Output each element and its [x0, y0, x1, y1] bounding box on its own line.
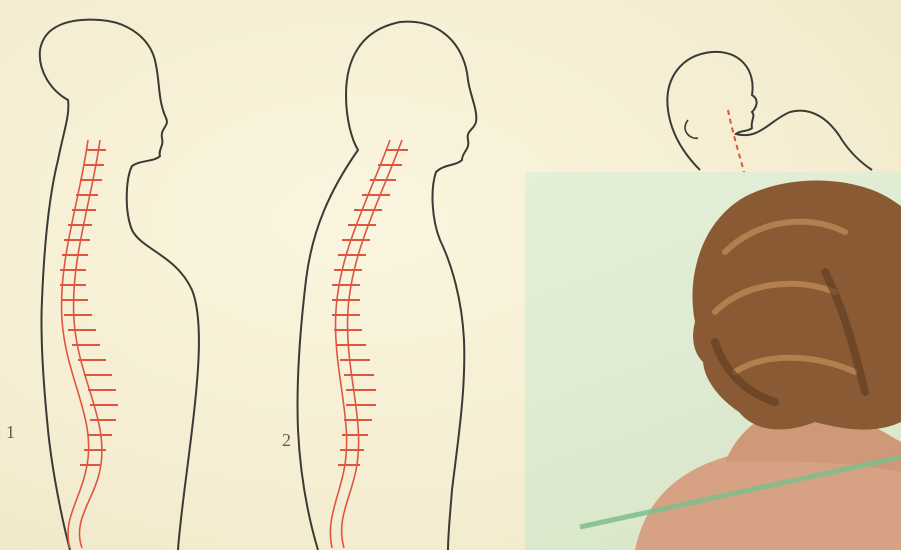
figure-2-number: 2 [282, 430, 291, 451]
figure-2-body-outline [297, 22, 476, 550]
figure-3-body-outline [667, 52, 872, 170]
figure-3-ear-outline [685, 120, 698, 138]
photo-panel [525, 172, 901, 550]
figure-3-spine [728, 110, 744, 172]
figure-1-number: 1 [6, 422, 15, 443]
figure-2-vertebrae [332, 150, 408, 465]
photo-svg [525, 172, 901, 550]
